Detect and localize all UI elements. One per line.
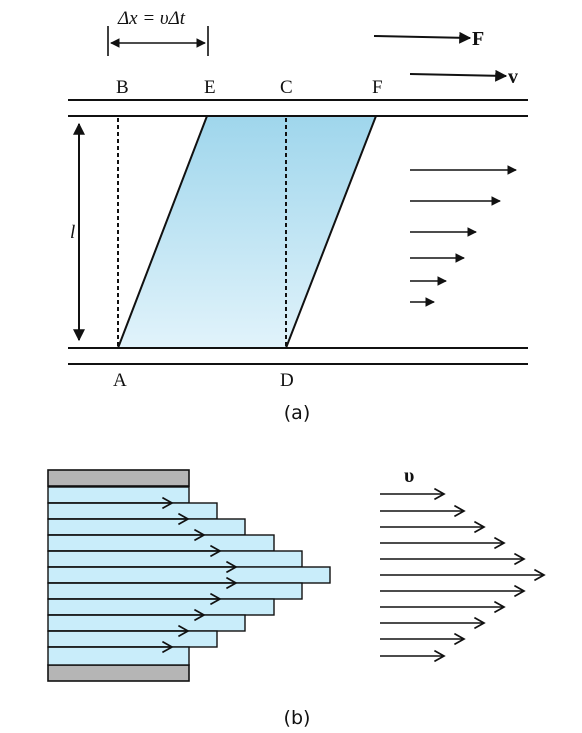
velocity-label: v [508,66,518,88]
parabolic-profile [380,487,546,663]
caption-b: (b) [284,707,311,729]
fluid-layer [47,630,218,648]
length-label: l [70,222,75,243]
figure-b: υ (b) [47,465,546,729]
fluid-layer [47,582,303,600]
caption-a: (a) [284,402,310,424]
figure-a: l Δx = υΔt B E C F A D F v (a) [68,8,528,424]
fluid-layer [47,646,190,666]
fluid-layer [47,486,190,504]
fluid-layer [47,518,246,536]
delta-x-label: Δx = υΔt [117,8,186,29]
force-label: F [472,28,484,50]
point-d-label: D [280,370,294,391]
point-a-label: A [113,370,127,391]
fluid-layer [47,502,218,520]
pipe-wall-top [47,469,190,487]
point-b-label: B [116,77,129,98]
fluid-layer [47,614,246,632]
laminar-layers [47,486,331,666]
profile-velocity-label: υ [404,465,414,487]
layer-arrows [48,496,238,654]
point-e-label: E [204,77,216,98]
fluid-layer [47,550,303,568]
point-f-label: F [372,77,383,98]
force-arrow [373,31,472,44]
fluid-layer [47,566,331,584]
point-c-label: C [280,77,293,98]
pipe-wall-bottom [47,664,190,682]
velocity-arrow [409,69,508,82]
fluid-layer [47,534,275,552]
fluid-layer [47,598,275,616]
sheared-fluid-region [116,115,378,349]
